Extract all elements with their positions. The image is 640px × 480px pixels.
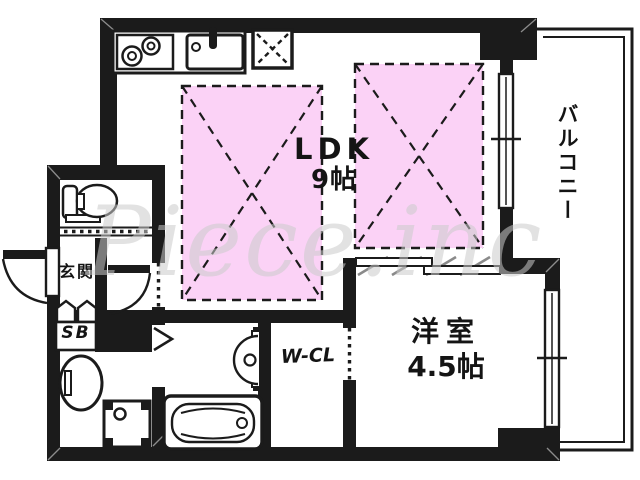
window-ldk-balcony — [491, 72, 521, 210]
highlight-box-left — [180, 84, 324, 302]
walk-in-closet-label: W-CL — [280, 344, 336, 368]
wall-western-right-lower — [545, 425, 560, 447]
folding-door-bathroom — [153, 326, 175, 352]
hall-door — [108, 265, 152, 316]
shoe-box — [54, 320, 98, 352]
wall-balcony-left-upper — [500, 60, 513, 77]
wall-balcony-left-lower — [500, 205, 513, 274]
kitchen-counter — [111, 27, 247, 75]
entrance-label: 玄関 — [58, 262, 95, 281]
wall-bottom-right-chunk — [498, 428, 560, 447]
ldk-room-size: 9帖 — [310, 165, 358, 195]
wall-entrance-divider — [95, 238, 107, 312]
highlight-boxes — [180, 62, 485, 302]
western-room-label: 洋室 — [410, 315, 481, 348]
wall-western-right-upper — [545, 258, 560, 293]
accordion-door-hall — [152, 258, 165, 312]
wall-bottom — [47, 447, 560, 461]
highlight-box-right — [353, 62, 485, 250]
gas-stove-icon — [115, 33, 175, 71]
wall-left-mid — [47, 180, 60, 252]
sliding-door-wcl — [343, 323, 356, 385]
shoe-box-label: SB — [61, 323, 91, 343]
wall-top-right-chunk — [480, 18, 537, 60]
balcony-railing — [537, 27, 634, 452]
western-room-size: 4.5帖 — [407, 350, 485, 383]
balcony-label: バルコニー — [555, 103, 580, 223]
bathroom-sink-icon — [232, 327, 263, 391]
walls — [47, 18, 560, 461]
wall-mid-vertical-lower — [152, 387, 165, 447]
washbasin-icon — [58, 354, 104, 412]
washing-machine-pan-icon — [102, 399, 152, 449]
accordion-door-toilet — [60, 226, 152, 237]
wall-wcl-right-lower — [343, 385, 356, 447]
wall-shoebox-chunk — [95, 323, 152, 352]
ldk-room-label: LDK — [294, 132, 375, 166]
entrance-door — [1, 246, 61, 305]
wall-wcl-right-upper — [343, 258, 356, 323]
toilet-icon — [61, 183, 119, 223]
wall-horizontal-mid — [47, 310, 356, 323]
wall-toilet-top — [47, 165, 165, 180]
refrigerator-space-icon — [251, 28, 294, 70]
window-western-balcony — [537, 288, 567, 429]
sliding-door-ldk-western — [355, 255, 501, 277]
kitchen-sink-icon — [185, 27, 245, 71]
bathtub-icon — [162, 394, 264, 451]
wall-mid-vertical-upper — [152, 165, 165, 258]
